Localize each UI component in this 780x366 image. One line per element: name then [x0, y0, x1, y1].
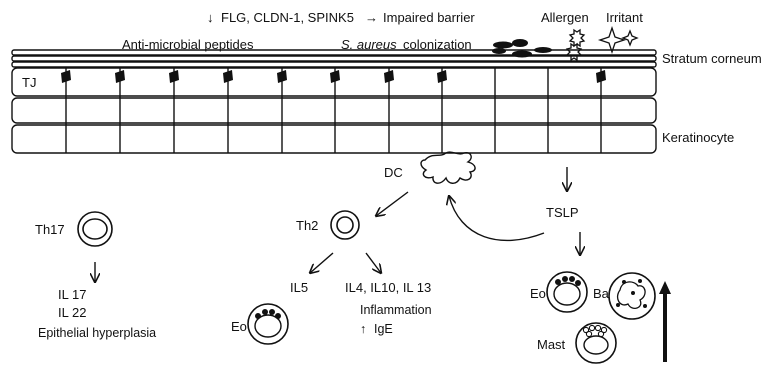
il5-label: IL5 [290, 280, 308, 295]
eo-left-label: Eo [231, 319, 247, 334]
il17-label: IL 17 [58, 287, 86, 302]
tj-label: TJ [22, 75, 36, 90]
stratum-corneum-label: Stratum corneum [662, 51, 762, 66]
eo-right-label: Eo [530, 286, 546, 301]
ige-label: IgE [374, 322, 393, 336]
eosinophil-right [547, 272, 587, 312]
tight-junctions [61, 70, 606, 83]
th2-to-il5-arrow [310, 253, 333, 273]
ige-up-arrow: ↑ [360, 322, 366, 336]
th17-cell [78, 212, 112, 246]
irritant-stars [600, 28, 637, 52]
eosinophil-left [248, 304, 288, 344]
il22-label: IL 22 [58, 305, 86, 320]
th2-cell [331, 211, 359, 239]
ba-label: Ba [593, 286, 610, 301]
mast-label: Mast [537, 337, 566, 352]
keratinocyte-label: Keratinocyte [662, 130, 734, 145]
basophil [609, 273, 655, 319]
inflammation-label: Inflammation [360, 303, 432, 317]
irritant-label: Irritant [606, 10, 643, 25]
il4-il10-il13-label: IL4, IL10, IL 13 [345, 280, 431, 295]
mast-cell [576, 323, 616, 363]
dc-label: DC [384, 165, 403, 180]
barrier-genes-label: FLG, CLDN-1, SPINK5 [221, 10, 354, 25]
epithelial-hyperplasia-label: Epithelial hyperplasia [38, 326, 156, 340]
increase-arrow [659, 281, 671, 362]
impaired-barrier-label: Impaired barrier [383, 10, 475, 25]
dc-to-th2-arrow [376, 192, 408, 216]
barrier-down-arrow: ↓ [207, 10, 214, 25]
th2-label: Th2 [296, 218, 318, 233]
tslp-label: TSLP [546, 205, 579, 220]
tslp-to-dc-arrow [449, 196, 544, 240]
stratum-corneum [12, 50, 656, 67]
barrier-right-arrow: → [365, 10, 378, 25]
allergen-label: Allergen [541, 10, 589, 25]
th2-to-il4-arrow [366, 253, 381, 273]
th17-label: Th17 [35, 222, 65, 237]
dendritic-cell [421, 152, 475, 183]
